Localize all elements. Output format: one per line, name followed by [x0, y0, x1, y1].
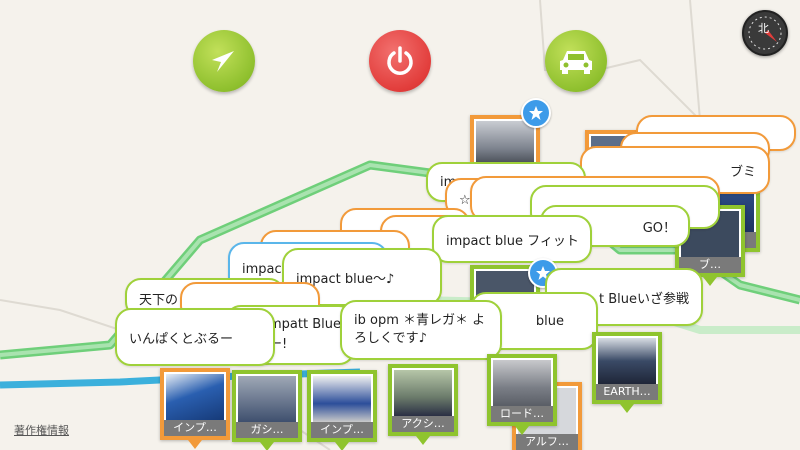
map-marker-photo[interactable]: インプ…	[160, 368, 230, 449]
car-photo	[313, 376, 371, 422]
comment-text: いんぱくとぶるー	[129, 331, 234, 347]
compass-icon	[748, 16, 782, 50]
map-marker-photo[interactable]: EARTH…	[592, 332, 662, 413]
favorite-star-badge[interactable]	[521, 98, 551, 128]
comment-text: GO！	[642, 220, 676, 236]
navigate-button[interactable]	[193, 30, 255, 92]
marker-caption: EARTH…	[596, 384, 658, 400]
marker-caption: アクシ…	[392, 416, 454, 432]
comment-text: impact	[242, 261, 287, 277]
marker-caption: ロード…	[491, 406, 553, 422]
comment-bubble[interactable]: impact blue フィット	[432, 215, 592, 263]
comment-bubble[interactable]: ib opm ＊青レガ＊ よろしくです♪	[340, 300, 502, 360]
comment-text: t Blueいざ参戦	[599, 291, 689, 307]
car-photo	[493, 360, 551, 406]
marker-caption: ガシ…	[236, 422, 298, 438]
navigation-arrow-icon	[212, 51, 234, 72]
car-photo	[238, 376, 296, 422]
map-marker-photo[interactable]: アクシ…	[388, 364, 458, 445]
scooter-photo	[394, 370, 452, 416]
comment-bubble[interactable]: いんぱくとぶるー	[115, 308, 275, 366]
car-icon	[560, 51, 592, 74]
marker-caption: インプ…	[311, 422, 373, 438]
map-marker-photo[interactable]: ガシ…	[232, 370, 302, 450]
comment-text: ib opm ＊青レガ＊ よろしくです♪	[354, 313, 486, 346]
car-button[interactable]	[545, 30, 607, 92]
comment-text: blue	[535, 313, 564, 329]
compass[interactable]: 北	[742, 10, 788, 56]
compass-north-label: 北	[758, 22, 769, 35]
marker-caption: インプ…	[164, 420, 226, 436]
comment-text: ー!	[269, 337, 288, 352]
comment-text: 天下の	[139, 292, 179, 308]
star-icon	[529, 106, 543, 120]
comment-text: impact blue フィット	[446, 233, 579, 249]
car-photo	[166, 374, 224, 420]
copyright-link[interactable]: 著作権情報	[14, 424, 69, 437]
power-button[interactable]	[369, 30, 431, 92]
map-marker-photo[interactable]: インプ…	[307, 370, 377, 450]
car-photo	[476, 121, 534, 167]
power-icon	[387, 46, 413, 75]
comment-text: impact blue～♪	[296, 271, 395, 287]
comment-text: ブミ	[729, 164, 756, 180]
car-photo	[598, 338, 656, 384]
comment-text: mpatt Blue	[269, 317, 341, 332]
map-marker-photo[interactable]: ロード…	[487, 354, 557, 435]
marker-caption: アルフ…	[516, 434, 578, 450]
